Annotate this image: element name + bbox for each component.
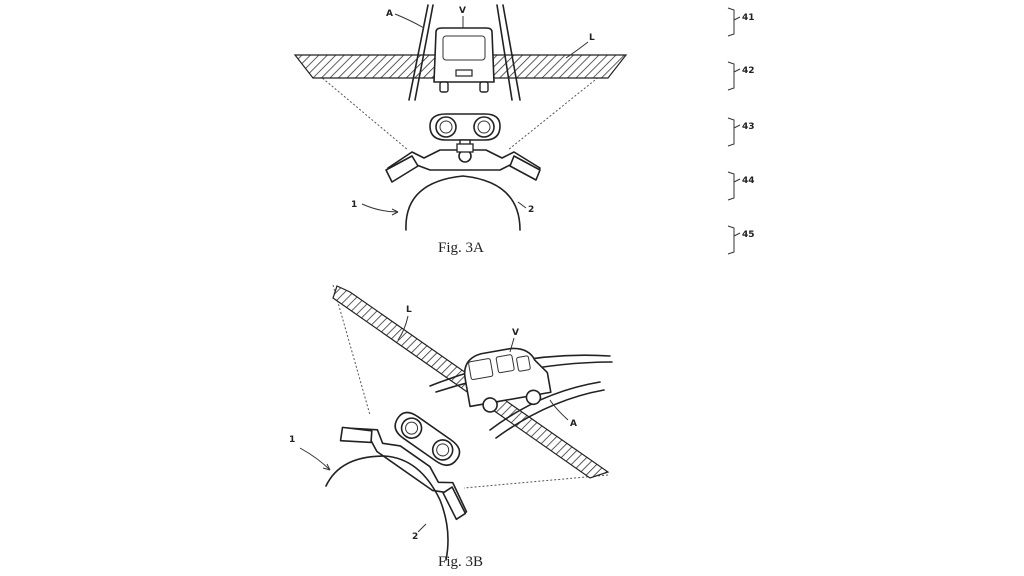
label-b-l: L: [406, 305, 412, 315]
label-b-v: V: [512, 328, 519, 338]
side-ref-44: 44: [727, 171, 755, 201]
handlebar: [385, 143, 541, 183]
fuel-tank-b-2: [325, 455, 449, 561]
side-ref-44-label: 44: [742, 176, 755, 186]
cockpit-tilted: [339, 411, 468, 521]
vehicle-v-tilted: [463, 347, 552, 413]
label-v: V: [459, 6, 466, 16]
side-ref-45: 45: [727, 225, 755, 255]
side-ref-43-label: 43: [742, 122, 755, 132]
side-references: 41 42 43 44 45: [727, 7, 755, 255]
fuel-tank-2: [405, 175, 521, 231]
vehicle-v-rear: [433, 27, 495, 93]
side-ref-43: 43: [727, 117, 755, 147]
leader-b-1: [299, 447, 331, 471]
label-b-1: 1: [289, 435, 295, 445]
leader-b-l: [397, 315, 409, 341]
side-ref-45-label: 45: [742, 230, 755, 240]
side-ref-41-label: 41: [742, 13, 755, 23]
label-b-a: A: [570, 419, 577, 429]
label-a: A: [386, 9, 393, 19]
leader-b-v: [509, 337, 515, 353]
leader-2: [517, 201, 527, 209]
fov-line-b-left: [332, 284, 371, 416]
arrow-head-b-1: [322, 463, 331, 471]
side-ref-42: 42: [727, 61, 755, 91]
fov-line-b-bottom: [463, 474, 609, 489]
road-line-b-4: [495, 389, 605, 439]
caption-fig-3b: Fig. 3B: [438, 554, 483, 570]
label-l: L: [589, 33, 595, 43]
lane-line-left-outer: [408, 4, 429, 101]
leader-b-2: [417, 523, 427, 533]
lane-line-right-inner: [496, 4, 513, 101]
label-1: 1: [351, 200, 357, 210]
leader-a: [394, 13, 425, 29]
label-2: 2: [528, 205, 534, 215]
lane-line-left-inner: [414, 4, 434, 101]
leader-l: [565, 41, 589, 59]
figure-3a: A V L 1 2: [293, 4, 628, 256]
arrow-head-1: [391, 208, 399, 216]
figure-3b: L V A 1 2 Fig. 3B: [289, 284, 613, 570]
lane-line-right-outer: [502, 4, 521, 101]
leader-b-a: [549, 399, 569, 421]
instrument-cluster: [429, 113, 501, 147]
caption-fig-3a: Fig. 3A: [438, 240, 484, 256]
label-b-2: 2: [412, 532, 418, 542]
side-ref-42-label: 42: [742, 66, 755, 76]
leader-1: [361, 203, 399, 213]
side-ref-41: 41: [727, 7, 755, 37]
road-line-b-3: [489, 381, 601, 431]
